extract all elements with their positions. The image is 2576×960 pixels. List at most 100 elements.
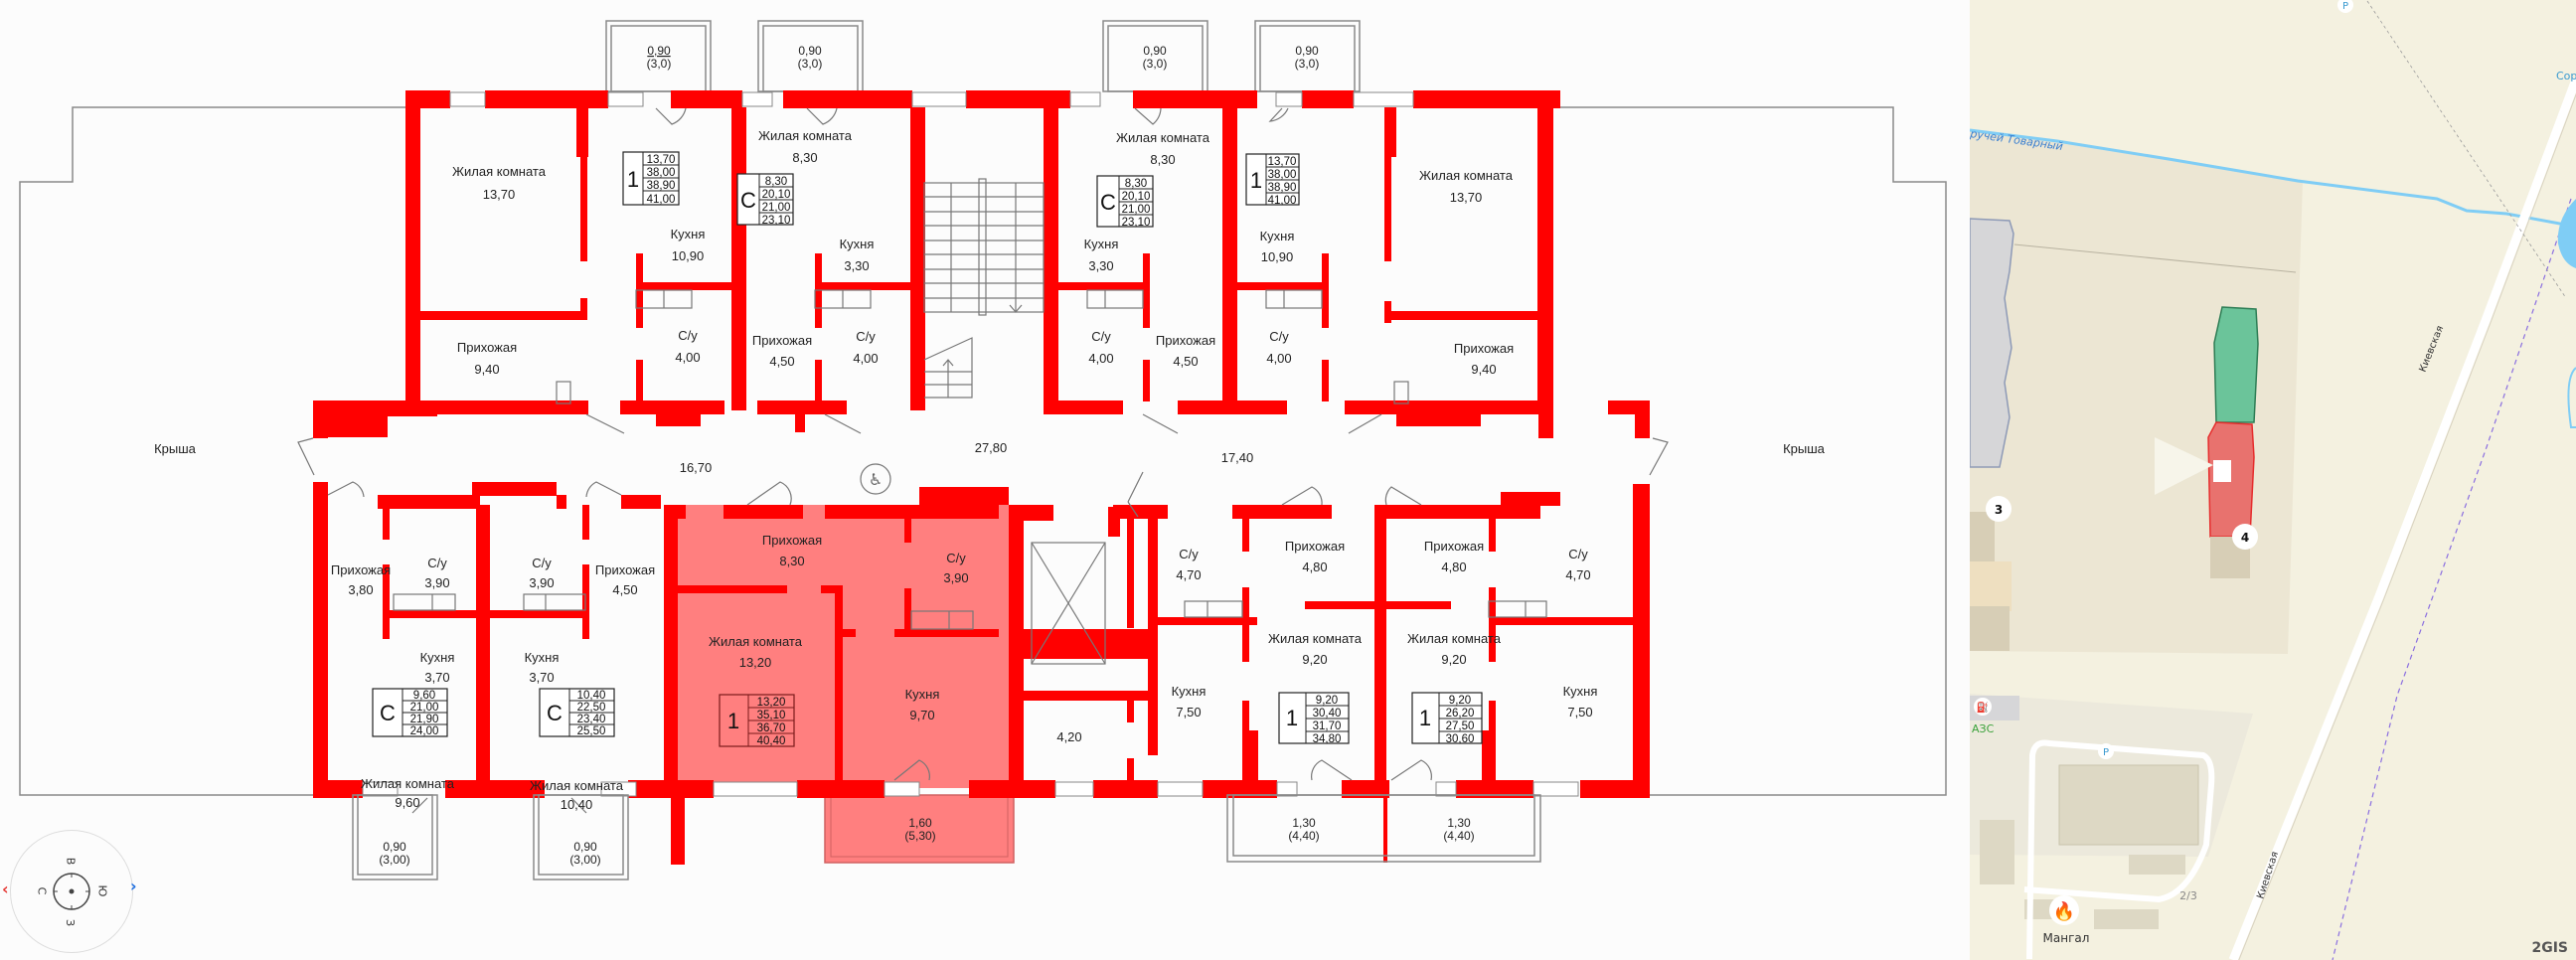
svg-text:31,70: 31,70 — [1313, 720, 1342, 732]
corridor-left-area: 16,70 — [680, 460, 713, 475]
building-section-other[interactable] — [2213, 306, 2259, 423]
svg-text:22,50: 22,50 — [577, 702, 606, 714]
partial-place-label: Сор — [2556, 70, 2576, 82]
svg-text:40,40: 40,40 — [757, 735, 786, 747]
svg-text:27,50: 27,50 — [1446, 720, 1475, 732]
svg-text:1: 1 — [1419, 706, 1431, 730]
map-canvas[interactable]: 3 4 ручей Товарный Киевская Киевская Сор… — [1970, 0, 2576, 960]
svg-text:(4,40): (4,40) — [1288, 829, 1319, 843]
apartment-summary-table: С 10,40 22,50 23,40 25,50 — [539, 688, 615, 737]
svg-text:23,40: 23,40 — [577, 714, 606, 725]
roof-label-right: Крыша — [1783, 441, 1826, 456]
svg-text:Жилая комната: Жилая комната — [530, 778, 624, 793]
svg-text:Прихожая: Прихожая — [331, 562, 391, 577]
svg-text:Жилая комната: Жилая комната — [1407, 631, 1502, 646]
apartment-summary-table: С 9,60 21,00 21,90 24,00 — [372, 688, 448, 737]
svg-text:0,90: 0,90 — [383, 840, 406, 854]
svg-text:С/у: С/у — [856, 329, 876, 344]
building-4-badge[interactable]: 4 — [2241, 531, 2249, 545]
svg-text:С/у: С/у — [946, 551, 966, 565]
svg-text:С: С — [1100, 190, 1116, 215]
svg-text:24,00: 24,00 — [410, 725, 439, 737]
svg-text:13,70: 13,70 — [1268, 156, 1297, 168]
poi-mangal-label[interactable]: Мангал — [2043, 931, 2090, 945]
stream-line — [1970, 128, 2576, 229]
svg-text:Жилая комната: Жилая комната — [1419, 168, 1514, 183]
walls — [313, 90, 1650, 865]
svg-text:Жилая комната: Жилая комната — [361, 776, 455, 791]
compass-west-label: З — [64, 918, 78, 927]
svg-text:Жилая комната: Жилая комната — [758, 128, 853, 143]
svg-text:3,30: 3,30 — [1088, 258, 1113, 273]
svg-text:9,20: 9,20 — [1316, 695, 1338, 707]
svg-text:1: 1 — [1286, 706, 1298, 730]
svg-text:С/у: С/у — [1091, 329, 1111, 344]
apartment-summary-table: С 8,30 20,10 21,00 23,10 — [736, 173, 794, 227]
svg-text:С/у: С/у — [1568, 547, 1588, 561]
svg-text:23,10: 23,10 — [762, 215, 791, 227]
apartment-bottom-studio-2[interactable]: С/у 3,90 Прихожая 4,50 Кухня 3,70 Жилая … — [525, 556, 656, 812]
apartment-bottom-1-selected[interactable]: Прихожая 8,30 С/у 3,90 Жилая комната 13,… — [709, 533, 969, 747]
svg-text:3,90: 3,90 — [424, 575, 449, 590]
map-brand-logo[interactable]: 2GIS — [2531, 940, 2568, 956]
svg-text:1: 1 — [1250, 168, 1262, 193]
svg-text:(3,0): (3,0) — [798, 57, 823, 71]
top-balcony-2: 0,90 (3,0) — [757, 20, 864, 92]
fixtures — [393, 289, 1547, 630]
apartment-top-1-right[interactable]: Жилая комната 13,70 Кухня 10,90 С/у 4,00… — [1245, 153, 1514, 377]
rotate-right-arrow-icon[interactable]: › — [130, 877, 137, 895]
svg-text:(3,0): (3,0) — [647, 57, 672, 71]
svg-text:1,60: 1,60 — [908, 816, 932, 830]
apartment-summary-table: 1 13,70 38,00 38,90 41,00 — [1245, 153, 1300, 207]
svg-text:10,90: 10,90 — [1261, 249, 1294, 264]
svg-text:(5,30): (5,30) — [904, 829, 935, 843]
svg-text:Прихожая: Прихожая — [1285, 539, 1345, 554]
svg-text:4,50: 4,50 — [612, 582, 637, 597]
parking-icon-top: P — [2342, 1, 2348, 12]
svg-text:Жилая комната: Жилая комната — [709, 634, 803, 649]
svg-text:30,60: 30,60 — [1446, 733, 1475, 745]
svg-text:4,00: 4,00 — [853, 351, 878, 366]
svg-text:3,90: 3,90 — [529, 575, 554, 590]
svg-text:34,80: 34,80 — [1313, 733, 1342, 745]
street-label-top: Киевская — [2418, 324, 2447, 374]
gas-station-label[interactable]: АЗС — [1972, 722, 1995, 735]
top-balcony-1: 0,90 (3,0) — [605, 20, 712, 92]
apartment-bottom-1-a[interactable]: С/у 4,70 Прихожая 4,80 Жилая комната 9,2… — [1172, 539, 1363, 745]
apartment-bottom-1-b[interactable]: Прихожая 4,80 С/у 4,70 Жилая комната 9,2… — [1407, 539, 1597, 745]
svg-text:3,70: 3,70 — [424, 670, 449, 685]
building-3-badge[interactable]: 3 — [1995, 503, 2003, 517]
svg-text:8,30: 8,30 — [1150, 152, 1175, 167]
svg-text:3,30: 3,30 — [844, 258, 869, 273]
svg-text:8,30: 8,30 — [765, 176, 787, 188]
bottom-balcony-selected[interactable]: 1,60 (5,30) — [904, 816, 935, 843]
svg-text:0,90: 0,90 — [647, 44, 671, 58]
compass-north-label: С — [35, 886, 49, 895]
fire-icon-badge[interactable] — [2049, 895, 2079, 925]
svg-text:7,50: 7,50 — [1567, 705, 1592, 720]
svg-text:0,90: 0,90 — [573, 840, 597, 854]
svg-text:4,00: 4,00 — [675, 350, 700, 365]
apartment-top-studio-left[interactable]: Жилая комната 8,30 Кухня 3,30 С/у 4,00 П… — [736, 128, 879, 369]
svg-text:4,70: 4,70 — [1176, 567, 1201, 582]
roof-label-left: Крыша — [154, 441, 197, 456]
svg-text:Кухня: Кухня — [905, 687, 940, 702]
compass-widget[interactable]: В С Ю З — [10, 830, 133, 953]
svg-text:С: С — [380, 701, 396, 725]
svg-text:Прихожая: Прихожая — [595, 562, 655, 577]
road-kievskaya[interactable] — [2228, 78, 2576, 960]
svg-text:0,90: 0,90 — [798, 44, 822, 58]
location-map[interactable]: 3 4 ручей Товарный Киевская Киевская Сор… — [1970, 0, 2576, 960]
svg-text:9,20: 9,20 — [1441, 652, 1466, 667]
svg-text:9,40: 9,40 — [1471, 362, 1496, 377]
svg-text:36,70: 36,70 — [757, 722, 786, 734]
svg-text:Прихожая: Прихожая — [457, 340, 517, 355]
apartment-top-1-left[interactable]: Жилая комната 13,70 Кухня 10,90 С/у 4,00… — [452, 151, 705, 377]
fire-icon: 🔥 — [2053, 900, 2075, 922]
wheelchair-icon: ♿ — [860, 463, 891, 495]
apartment-top-studio-right[interactable]: Жилая комната 8,30 Кухня 3,30 С/у 4,00 П… — [1084, 130, 1216, 369]
roof-outline-left — [19, 106, 405, 796]
compass-east-label: В — [64, 857, 78, 866]
rotate-left-arrow-icon[interactable]: ‹ — [2, 880, 9, 898]
apartment-bottom-studio-1[interactable]: Прихожая 3,80 С/у 3,90 Кухня 3,70 Жилая … — [331, 556, 455, 810]
